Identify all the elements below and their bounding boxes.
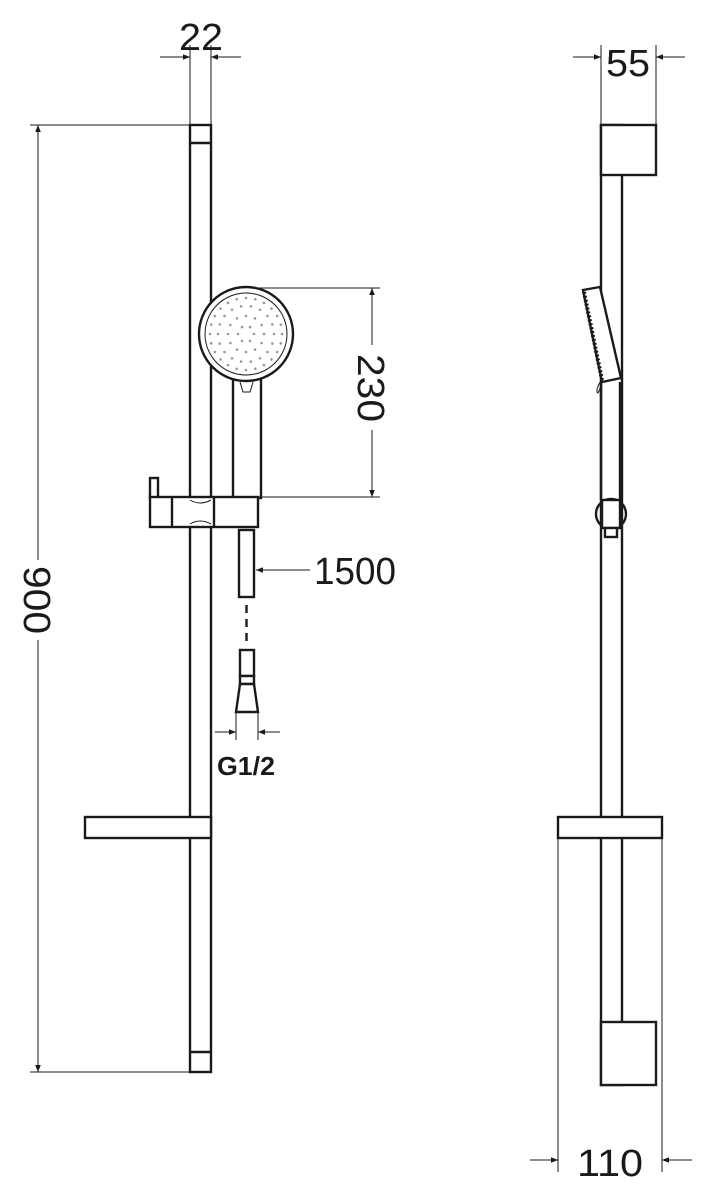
nozzle-dot <box>213 314 217 318</box>
dimension-rail-length: 900 <box>15 124 190 1073</box>
soap-shelf <box>83 815 213 840</box>
dim-label-g12: G1/2 <box>217 751 275 781</box>
dim-label-110: 110 <box>577 1143 643 1185</box>
nozzle-dot <box>218 323 221 326</box>
nozzle-dot <box>260 323 263 327</box>
nozzle-dot <box>235 297 238 301</box>
nozzle-dot <box>240 325 244 329</box>
nozzle-dot <box>219 358 222 361</box>
nozzle-dot <box>249 305 253 308</box>
nozzle-dot <box>260 341 263 345</box>
nozzle-dot <box>249 360 253 363</box>
nozzle-dot <box>275 314 279 318</box>
nozzle-dot <box>208 332 212 336</box>
nozzle-dot <box>271 323 274 326</box>
nozzle-dot <box>254 367 257 371</box>
nozzle-dot <box>258 308 262 312</box>
dim-label-22: 22 <box>179 17 223 59</box>
dim-label-1500: 1500 <box>314 551 396 593</box>
rail <box>188 123 213 1074</box>
dim-label-55: 55 <box>606 43 650 85</box>
dimension-rail-width: 22 <box>160 17 241 125</box>
nozzle-dot <box>279 323 283 326</box>
dim-label-230: 230 <box>349 354 391 422</box>
nozzle-dot <box>248 339 252 343</box>
nozzle-dot <box>252 332 256 336</box>
nozzle-dot <box>218 342 221 345</box>
dimension-hose-length: 1500 <box>256 551 396 593</box>
nozzle-dot <box>279 342 283 345</box>
top-bracket <box>599 123 658 177</box>
nozzle-dot <box>253 317 257 320</box>
side-soap-shelf <box>556 815 664 840</box>
nozzle-dot <box>244 296 248 300</box>
nozzle-dot <box>258 356 262 360</box>
nozzle-dot <box>213 350 217 354</box>
nozzle-dot <box>244 350 248 354</box>
nozzle-dot <box>223 350 226 354</box>
nozzle-dot <box>230 356 234 360</box>
dimension-bracket-depth: 55 <box>573 43 685 125</box>
nozzle-dot <box>209 323 213 326</box>
hose <box>234 528 260 714</box>
nozzle-dot <box>262 332 266 336</box>
nozzle-dot <box>262 301 266 305</box>
nozzle-dot <box>280 332 284 336</box>
nozzle-dot <box>229 341 232 345</box>
nozzle-dot <box>271 342 274 345</box>
nozzle-dot <box>226 301 230 305</box>
dim-label-900: 900 <box>15 566 57 634</box>
nozzle-dot <box>240 339 244 343</box>
side-rail <box>599 123 624 1087</box>
nozzle-dot <box>266 314 269 318</box>
nozzle-dot <box>248 325 252 329</box>
dimension-connection: G1/2 <box>215 712 280 781</box>
slider-holder <box>148 476 260 529</box>
nozzle-dot <box>235 348 239 351</box>
hand-shower <box>197 285 295 500</box>
nozzle-dot <box>216 332 220 336</box>
nozzle-dot <box>262 363 266 367</box>
nozzle-dot <box>209 342 213 345</box>
nozzle-dot <box>270 307 273 310</box>
nozzle-dot <box>229 323 232 327</box>
side-view: 55 110 <box>530 43 692 1185</box>
nozzle-dot <box>253 348 257 351</box>
nozzle-dot <box>272 332 276 336</box>
nozzle-dot <box>244 368 248 372</box>
nozzle-dot <box>235 367 238 371</box>
nozzle-dot <box>226 332 230 336</box>
nozzle-dot <box>266 350 269 354</box>
nozzle-dot <box>226 363 230 367</box>
bottom-bracket <box>599 1020 658 1087</box>
dimension-head-height: 230 <box>255 287 391 498</box>
nozzle-dot <box>244 314 248 318</box>
nozzle-dot <box>239 305 243 308</box>
front-view: 22 900 230 1500 G1/2 <box>15 17 396 1074</box>
nozzle-dot <box>236 332 240 336</box>
side-hand-shower <box>581 285 628 539</box>
nozzle-dot <box>275 350 279 354</box>
nozzle-dot <box>219 307 222 310</box>
nozzle-dot <box>230 308 234 312</box>
nozzle-dot <box>254 297 257 301</box>
nozzle-dot <box>223 314 226 318</box>
dimension-shelf-depth: 110 <box>530 838 692 1185</box>
nozzle-dot <box>235 317 239 320</box>
nozzle-dot <box>270 358 273 361</box>
nozzle-dot <box>239 360 243 363</box>
